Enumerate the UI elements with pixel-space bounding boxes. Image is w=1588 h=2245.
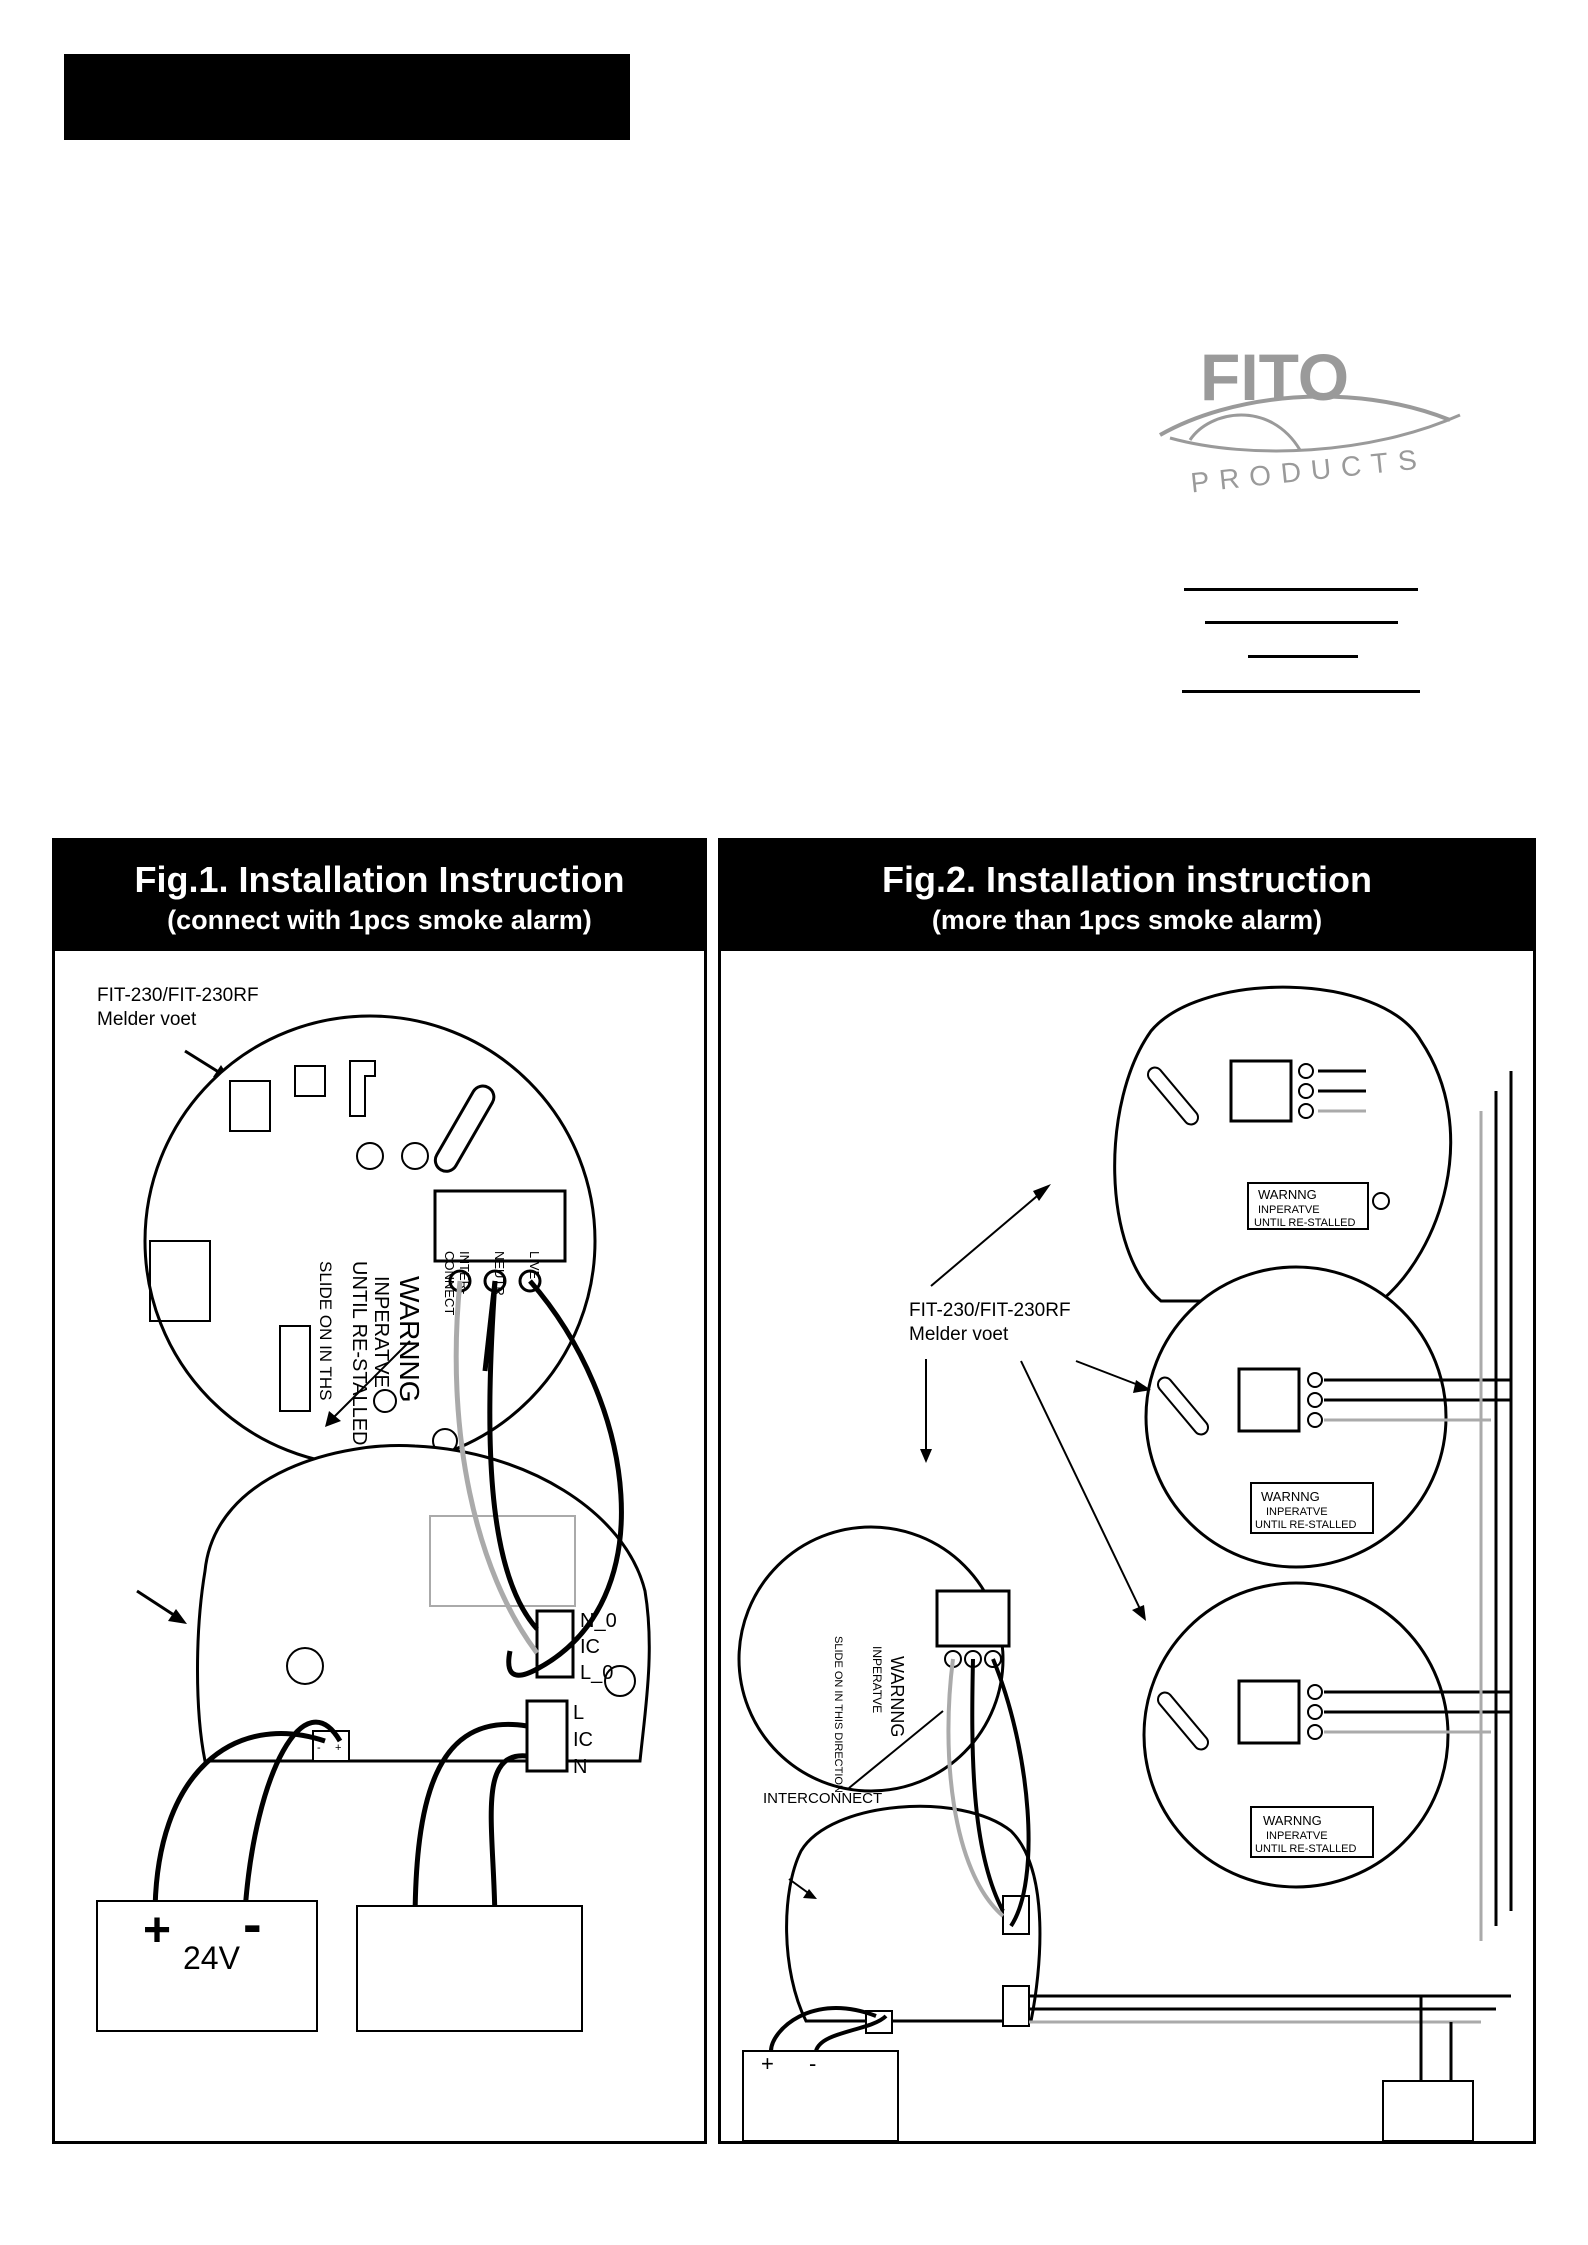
fig2-base-label-2: Melder voet <box>909 1324 1009 1345</box>
fig1-mains-terminal <box>525 1699 569 1773</box>
fig2-warning-3: WARNNG <box>1263 1813 1322 1828</box>
fig2-until-1: UNTIL RE-STALLED <box>1254 1217 1356 1229</box>
logo-brand: FITO <box>1200 340 1349 414</box>
fig1-base-label-1: FIT-230/FIT-230RF <box>97 985 259 1006</box>
fig2-detector-middle: WARNNG INPERATVE UNTIL RE-STALLED <box>1144 1265 1511 1569</box>
fig2-detector-bottom: WARNNG INPERATVE UNTIL RE-STALLED <box>1142 1581 1511 1889</box>
fig1-24v-supply <box>96 1900 318 2032</box>
fig1-base-label-2: Melder voet <box>97 1009 197 1030</box>
fig2-mains-supply <box>1382 2080 1474 2141</box>
fig2-warning-4: WARNNG <box>887 1656 907 1737</box>
fig1-small-plus: + <box>335 1742 341 1754</box>
fig2-title: Fig.2. Installation instruction <box>881 859 1373 900</box>
fig2-detector-left: WARNNG INPERATVE SLIDE ON IN THIS DIRECT… <box>737 1525 1011 1793</box>
fig1-relay-ic: IC <box>580 1636 600 1658</box>
fig1-arrow-inter <box>329 1340 411 1422</box>
fig2-header: Fig.2. Installation instruction (more th… <box>721 841 1533 951</box>
fig1-terminal-live: LIVE <box>527 1251 542 1280</box>
fig1-mounting-plate <box>196 1443 651 1763</box>
fig1-slide: SLIDE ON IN THS <box>316 1261 335 1401</box>
fig1-terminal-block <box>433 1189 567 1263</box>
fig2-inoperative-3: INPERATVE <box>1266 1830 1328 1842</box>
fig1-mains-l: L <box>573 1702 584 1724</box>
fig2-interconnect: INTERCONNECT <box>763 1790 882 1807</box>
fig1-diagram: FIT-230/FIT-230RF Melder voet NEUTR INTE… <box>96 985 651 2032</box>
fig1-plus: + <box>143 1904 171 1957</box>
fig2-subtitle: (more than 1pcs smoke alarm) <box>931 905 1323 935</box>
fig1-header: Fig.1. Installation Instruction (connect… <box>55 841 704 951</box>
fig2-minus: - <box>809 2051 816 2076</box>
fig2-slide: SLIDE ON IN THIS DIRECTION <box>832 1636 844 1793</box>
fito-logo: FITO PRODUCTS <box>1159 340 1461 498</box>
fig1-panel: Fig.1. Installation Instruction (connect… <box>52 838 707 2144</box>
fig2-inoperative-2: INPERATVE <box>1266 1506 1328 1518</box>
fig2-panel: Fig.2. Installation instruction (more th… <box>718 838 1536 2144</box>
fig1-title: Fig.1. Installation Instruction <box>134 859 625 900</box>
blank-line-1 <box>1184 588 1418 591</box>
fig1-small-minus: - <box>317 1742 321 1754</box>
fig1-inoperative: INPERATVE <box>370 1276 392 1388</box>
fig2-base-label-1: FIT-230/FIT-230RF <box>909 1300 1071 1321</box>
blank-line-2 <box>1205 621 1398 624</box>
fig2-plus: + <box>761 2051 774 2076</box>
fig1-mains-ic: IC <box>573 1729 593 1751</box>
fig2-low-voltage-supply <box>742 2050 899 2141</box>
fig1-volt-label: 24V <box>183 1940 241 1976</box>
fig2-warning-1: WARNNG <box>1258 1187 1317 1202</box>
fig2-until-3: UNTIL RE-STALLED <box>1255 1843 1357 1855</box>
fig2-inoperative-4: INPERATVE <box>870 1646 884 1713</box>
fig1-mains-supply <box>356 1905 583 2032</box>
fig2-diagram: WARNNG INPERATVE UNTIL RE-STALLED WARNNG… <box>737 985 1513 2141</box>
blank-line-4 <box>1182 690 1420 693</box>
fig1-warning: WARNNG <box>394 1276 425 1403</box>
fig2-detector-top: WARNNG INPERATVE UNTIL RE-STALLED <box>1113 985 1453 1303</box>
fig2-mounting-plate <box>785 1804 1042 2023</box>
fig2-warning-2: WARNNG <box>1261 1489 1320 1504</box>
fig2-until-2: UNTIL RE-STALLED <box>1255 1519 1357 1531</box>
fig1-subtitle: (connect with 1pcs smoke alarm) <box>167 905 592 935</box>
fig1-minus: - <box>243 1892 262 1955</box>
fig1-until: UNTIL RE-STALLED <box>348 1261 370 1445</box>
fig1-terminal-connect: CONNECT <box>442 1251 457 1315</box>
blank-line-3 <box>1248 655 1358 658</box>
fig2-inoperative-1: INPERATVE <box>1258 1204 1320 1216</box>
header-bar <box>64 54 630 140</box>
fig1-mains-n: N <box>573 1756 587 1778</box>
